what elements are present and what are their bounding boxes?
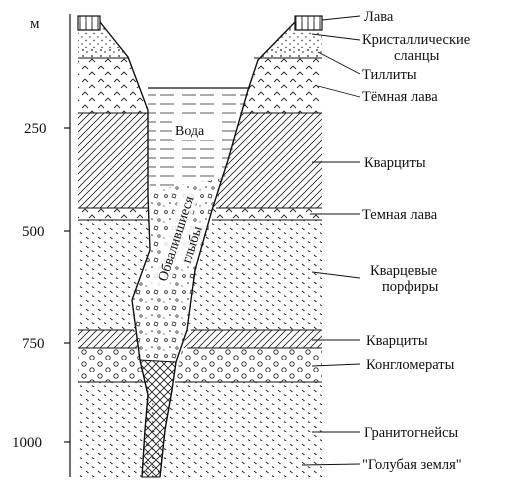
layer-granite-gneiss	[78, 382, 322, 477]
depth-tick-750: 750	[22, 336, 45, 352]
label-porphyry-line2: порфиры	[382, 279, 439, 295]
label-dark-lava-upper: Тёмная лава	[362, 89, 438, 105]
label-blue-ground: "Голубая земля"	[362, 457, 462, 473]
layer-tillites	[78, 48, 322, 58]
surface-cap-right	[294, 15, 323, 31]
depth-tick-250: 250	[24, 121, 47, 137]
water-label-backing	[172, 120, 218, 140]
leader-lines	[301, 15, 361, 466]
label-quartzites-upper: Кварциты	[364, 155, 426, 171]
label-tillites: Тиллиты	[362, 67, 417, 83]
depth-tick-500: 500	[22, 224, 45, 240]
label-granite-gneiss: Гранитогнейсы	[364, 425, 458, 441]
surface-cap-left	[77, 15, 101, 31]
label-lava: Лава	[364, 9, 394, 25]
layer-lava	[78, 22, 322, 30]
layer-boundaries	[78, 57, 322, 383]
depth-tick-1000: 1000	[12, 435, 42, 451]
label-crystalline-line1: Кристаллические	[362, 32, 470, 48]
label-porphyry-line1: Кварцевые	[370, 263, 437, 279]
depth-axis: м 250 500 750 1000	[12, 14, 71, 477]
layer-conglomerates	[78, 348, 322, 382]
label-dark-lava-lower: Темная лава	[362, 207, 438, 223]
water-label: Вода	[175, 124, 205, 139]
axis-unit-label: м	[30, 16, 40, 32]
label-conglomerates: Конгломераты	[366, 357, 455, 373]
label-quartzites-lower: Кварциты	[366, 333, 428, 349]
layer-labels: Лава Кристаллические сланцы Тиллиты Тёмн…	[362, 9, 470, 473]
label-crystalline-line2: сланцы	[394, 48, 440, 64]
fallen-blocks	[132, 178, 225, 362]
pipe-wall-left	[99, 21, 151, 478]
pipe-wall-right	[159, 21, 296, 478]
layer-quartzites-lower	[78, 330, 322, 348]
